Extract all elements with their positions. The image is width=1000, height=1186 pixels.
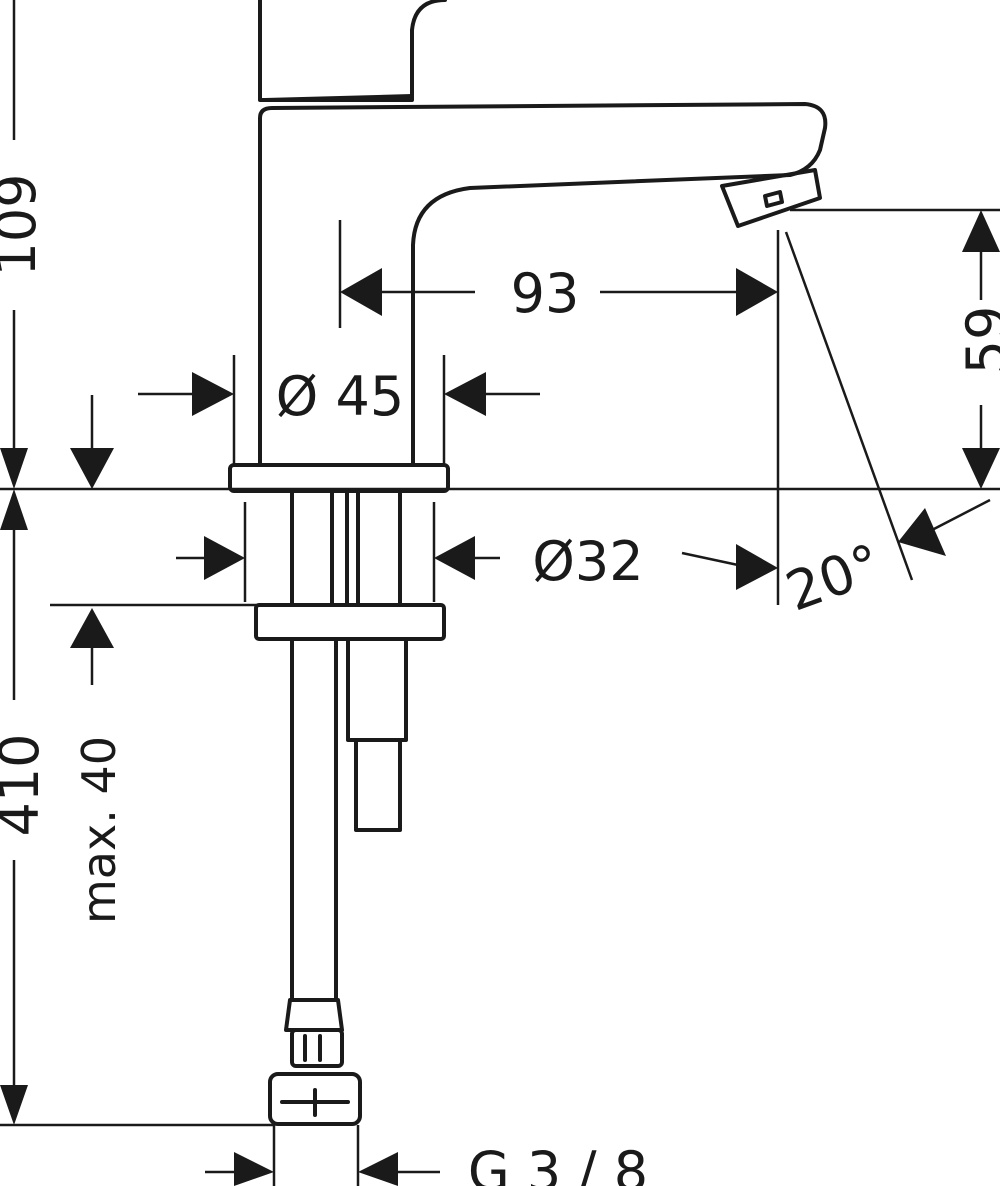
label-20-degrees: 20°	[778, 532, 889, 624]
dim-height-109: 109	[0, 0, 48, 489]
dim-angle-20: 20°	[778, 231, 991, 624]
shank	[290, 489, 402, 607]
dim-body-diameter: Ø 45	[138, 355, 540, 465]
label-109: 109	[0, 173, 48, 276]
fixing-plate	[254, 603, 446, 641]
dim-thread-g38: G 3 / 8	[205, 1125, 648, 1186]
dim-shank-diameter: Ø32	[176, 502, 778, 602]
dim-length-410: 410	[0, 489, 275, 1127]
aerator	[720, 168, 822, 228]
lever-handle	[258, 0, 447, 102]
label-59: 59	[955, 306, 1000, 375]
body-outline	[258, 102, 828, 467]
dim-max-40: max. 40	[50, 395, 258, 924]
dim-height-59: 59	[790, 208, 1000, 489]
base-flange	[228, 463, 450, 493]
faucet-body	[258, 0, 828, 467]
label-max-40: max. 40	[72, 736, 126, 924]
label-diameter-32: Ø32	[532, 530, 643, 593]
dim-reach-93: 93	[338, 220, 780, 605]
supply-hose	[268, 638, 362, 1126]
threaded-stud	[346, 638, 408, 742]
label-diameter-45: Ø 45	[276, 365, 404, 428]
label-g-3-8: G 3 / 8	[468, 1140, 648, 1186]
hose-nut	[268, 1072, 362, 1126]
label-410: 410	[0, 733, 51, 836]
label-93: 93	[511, 262, 580, 325]
